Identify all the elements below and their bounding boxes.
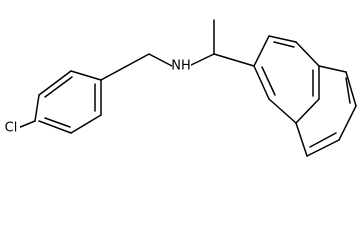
bond	[213, 53, 255, 67]
molecule-drawing: Cl NH	[3, 19, 357, 157]
bond	[148, 53, 173, 67]
bond	[261, 66, 276, 96]
bond	[44, 117, 71, 128]
bond	[253, 65, 270, 100]
bond	[345, 77, 351, 104]
bond	[253, 35, 270, 67]
bond	[34, 94, 40, 122]
bond	[44, 76, 73, 98]
bond	[17, 120, 36, 129]
bond	[273, 41, 295, 48]
bond	[268, 98, 297, 124]
bond	[70, 70, 102, 81]
bond	[295, 41, 320, 67]
bond	[268, 35, 297, 43]
atom-labels: Cl NH	[3, 58, 191, 136]
bond	[306, 139, 340, 157]
chlorine-label: Cl	[5, 121, 18, 136]
bond	[38, 70, 72, 96]
bond	[38, 120, 72, 134]
bond	[309, 132, 337, 148]
amine-label: NH	[171, 59, 191, 74]
bond	[100, 53, 150, 81]
nh-label-background	[172, 58, 191, 74]
structure-canvas: Cl NH	[3, 19, 357, 157]
bond	[345, 71, 357, 107]
bond	[318, 65, 347, 73]
bond	[338, 105, 357, 141]
bond	[295, 98, 320, 124]
bond	[70, 114, 102, 134]
bonds	[17, 19, 357, 157]
cl-label-background	[3, 120, 20, 136]
bond	[188, 53, 215, 67]
bond	[295, 122, 308, 157]
